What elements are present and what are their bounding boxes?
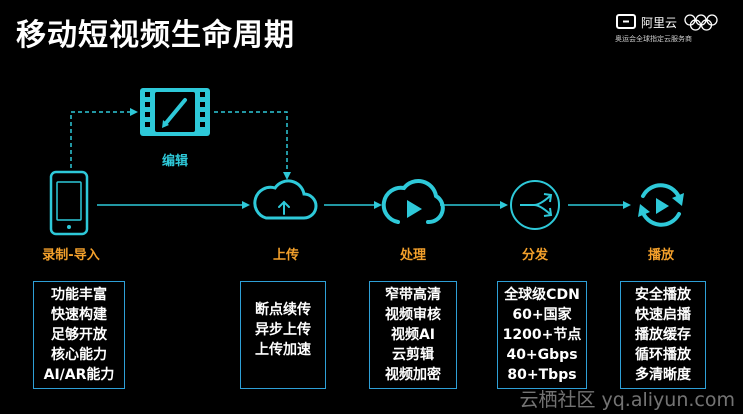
- feature-box-distribute: 全球级CDN 60+国家 1200+节点 40+Gbps 80+Tbps: [497, 281, 587, 389]
- dashed-connector: [70, 111, 288, 174]
- arrowhead: [130, 108, 138, 116]
- feature-item: AI/AR能力: [43, 367, 115, 383]
- feature-item: 异步上传: [255, 322, 311, 338]
- feature-item: 多清晰度: [635, 367, 691, 383]
- stage-label-process: 处理: [399, 248, 427, 263]
- feature-item: 云剪辑: [392, 347, 434, 363]
- feature-item: 上传加速: [255, 342, 311, 358]
- feature-item: 视频审核: [385, 307, 441, 323]
- feature-item: 快速构建: [51, 307, 107, 323]
- feature-item: 播放缓存: [635, 327, 691, 343]
- feature-item: 循环播放: [635, 347, 691, 363]
- page-title: 移动短视频生命周期: [16, 18, 295, 53]
- stage-label-play: 播放: [647, 248, 675, 263]
- feature-box-play: 安全播放 快速启播 播放缓存 循环播放 多清晰度: [620, 281, 706, 389]
- feature-item: 断点续传: [255, 302, 311, 318]
- stage-label-distribute: 分发: [521, 248, 549, 263]
- cloud-upload-icon: [253, 179, 318, 220]
- feature-item: 40+Gbps: [506, 347, 578, 363]
- arrowhead: [283, 172, 291, 180]
- brand-subtitle: 奥运会全球指定云服务商: [615, 35, 692, 43]
- split-arrow-icon: [510, 180, 560, 230]
- brand-logo: 阿里云 奥运会全球指定云服务商: [615, 12, 733, 46]
- feature-item: 1200+节点: [502, 327, 582, 343]
- feature-item: 足够开放: [51, 327, 107, 343]
- feature-item: 窄带高清: [385, 287, 441, 303]
- feature-item: 核心能力: [51, 347, 107, 363]
- refresh-play-icon: [638, 183, 684, 227]
- stage-label-edit: 编辑: [161, 154, 189, 169]
- stage-label-record: 录制-导入: [42, 248, 100, 263]
- phone-icon: [49, 170, 89, 236]
- film-edit-icon: [140, 88, 210, 136]
- watermark: 云栖社区 yq.aliyun.com: [519, 389, 735, 411]
- feature-item: 60+国家: [512, 307, 572, 323]
- feature-item: 功能丰富: [51, 287, 107, 303]
- stage-label-upload: 上传: [272, 248, 300, 263]
- feature-item: 全球级CDN: [504, 287, 580, 303]
- feature-item: 快速启播: [635, 307, 691, 323]
- brand-name: 阿里云: [641, 16, 678, 30]
- feature-item: 视频加密: [385, 367, 441, 383]
- feature-box-upload: 断点续传 异步上传 上传加速: [240, 281, 326, 389]
- cloud-play-icon: [381, 179, 445, 224]
- feature-item: 80+Tbps: [507, 367, 577, 383]
- arrowheads: [242, 201, 631, 209]
- olympic-rings-icon: [616, 14, 718, 31]
- feature-box-record: 功能丰富 快速构建 足够开放 核心能力 AI/AR能力: [33, 281, 125, 389]
- feature-item: 视频AI: [390, 327, 436, 343]
- feature-box-process: 窄带高清 视频审核 视频AI 云剪辑 视频加密: [369, 281, 457, 389]
- feature-item: 安全播放: [635, 287, 691, 303]
